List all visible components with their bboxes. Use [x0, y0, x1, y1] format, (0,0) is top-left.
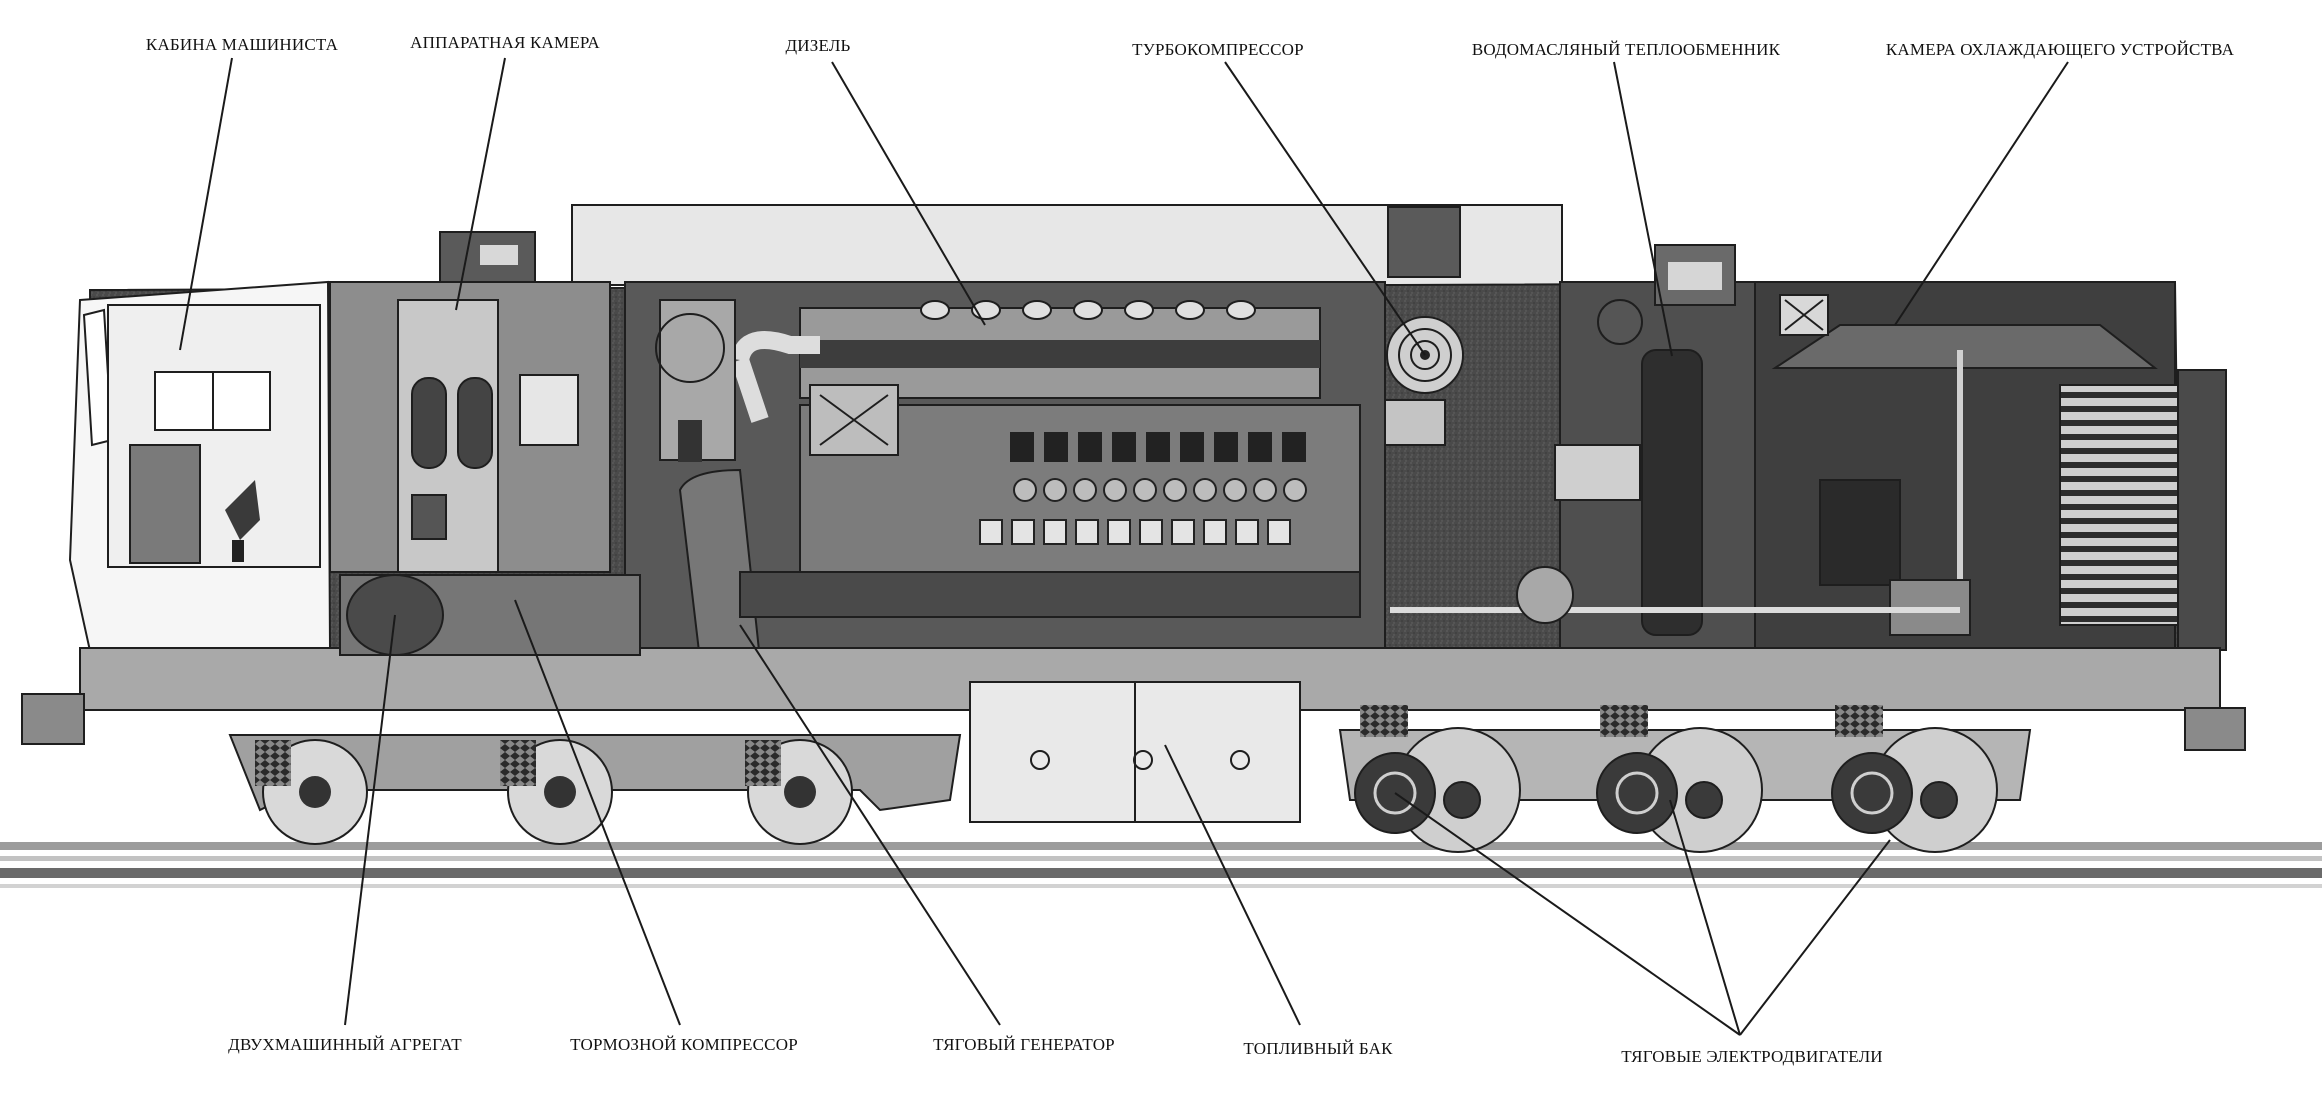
label-oil-water-heat-exchanger: ВОДОМАСЛЯНЫЙ ТЕПЛООБМЕННИК [1472, 40, 1781, 59]
diesel-block-ports [1010, 432, 1306, 462]
label-cooling-chamber: КАМЕРА ОХЛАЖДАЮЩЕГО УСТРОЙСТВА [1886, 40, 2235, 59]
leader-turbocompressor [1224, 61, 1426, 356]
label-fuel-tank: ТОПЛИВНЫЙ БАК [1243, 1039, 1393, 1058]
fuel-tank [969, 681, 1301, 823]
traction-motor-3 [1831, 727, 1998, 853]
leader-lines [179, 57, 2069, 1036]
leader-cab [179, 57, 233, 351]
label-diesel: ДИЗЕЛЬ [785, 36, 850, 55]
leader-apparatus-chamber [455, 57, 506, 311]
leader-heat-exchanger [1613, 61, 1673, 357]
front-bogie [228, 734, 962, 845]
labels: КАБИНА МАШИНИСТА АППАРАТНАЯ КАМЕРА ДИЗЕЛ… [146, 33, 2235, 1066]
label-traction-motors: ТЯГОВЫЕ ЭЛЕКТРОДВИГАТЕЛИ [1621, 1047, 1883, 1066]
leader-traction-generator [739, 624, 1001, 1026]
traction-motor-2 [1596, 727, 1763, 853]
locomotive-body [21, 204, 2246, 751]
leader-two-machine-unit [344, 614, 396, 1026]
label-two-machine-unit: ДВУХМАШИННЫЙ АГРЕГАТ [228, 1035, 462, 1054]
heat-exchanger-roof-vent [1654, 244, 1736, 306]
label-cab: КАБИНА МАШИНИСТА [146, 35, 339, 54]
leader-cooling-chamber [1894, 61, 2069, 326]
diesel-block-circles [1013, 478, 1307, 502]
diesel-cylinder-heads [920, 300, 1256, 320]
leader-fuel-tank [1164, 744, 1301, 1026]
apparatus-roof-vent [439, 231, 536, 283]
label-apparatus-chamber: АППАРАТНАЯ КАМЕРА [410, 33, 600, 52]
label-traction-generator: ТЯГОВЫЙ ГЕНЕРАТОР [933, 1035, 1115, 1054]
leader-traction-motor-1 [1394, 792, 1741, 1036]
rear-bogie [1338, 705, 2032, 853]
leader-brake-compressor [514, 599, 681, 1026]
rail-track [0, 842, 2322, 888]
diesel-block-lower-row [979, 519, 1291, 545]
leader-traction-motor-3 [1739, 839, 1891, 1036]
leader-diesel [831, 61, 986, 326]
label-turbocompressor: ТУРБОКОМПРЕССОР [1132, 40, 1304, 59]
label-brake-compressor: ТОРМОЗНОЙ КОМПРЕССОР [570, 1035, 798, 1054]
leader-traction-motor-2 [1669, 799, 1741, 1036]
